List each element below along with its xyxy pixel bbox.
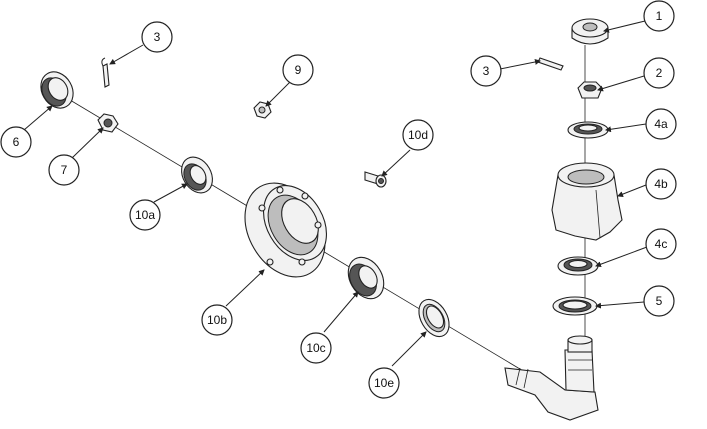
- part-10c-bearing: [347, 256, 385, 300]
- callout-3-left-label: 3: [154, 30, 161, 44]
- callout-5-label: 5: [656, 294, 663, 308]
- part-9-nut: [253, 101, 272, 119]
- part-4a-bearing: [567, 121, 609, 139]
- callout-3-left: 3: [141, 21, 173, 53]
- callout-5: 5: [643, 285, 675, 317]
- part-1-hub-cap: [571, 18, 609, 45]
- callout-9: 9: [282, 54, 314, 86]
- callout-10d: 10d: [402, 119, 434, 151]
- callout-9-label: 9: [295, 63, 302, 77]
- callout-4a-label: 4a: [654, 117, 668, 131]
- part-2-castle-nut: [577, 81, 603, 99]
- callout-7: 7: [48, 154, 80, 186]
- part-6-dust-cap: [40, 71, 74, 109]
- callout-10c-label: 10c: [306, 341, 325, 355]
- callout-10b-label: 10b: [207, 313, 227, 327]
- part-4c-bearing: [557, 256, 599, 276]
- part-5-washer: [552, 296, 598, 316]
- callout-4a: 4a: [645, 108, 677, 140]
- callout-7-label: 7: [61, 163, 68, 177]
- callout-4b: 4b: [645, 168, 677, 200]
- callout-10b: 10b: [201, 304, 233, 336]
- callout-10e-label: 10e: [374, 376, 394, 390]
- part-10e-seal: [418, 298, 450, 338]
- callout-2-label: 2: [656, 66, 663, 80]
- callout-4c: 4c: [645, 228, 677, 260]
- callout-3-right: 3: [470, 55, 502, 87]
- spindle-assembly: [504, 335, 599, 421]
- callout-4b-label: 4b: [654, 177, 668, 191]
- callout-2: 2: [643, 57, 675, 89]
- callout-6: 6: [0, 126, 32, 158]
- part-3-cotter-pin-left: [101, 57, 110, 88]
- callout-10d-label: 10d: [408, 128, 428, 142]
- callout-6-label: 6: [13, 135, 20, 149]
- part-4b-housing: [551, 162, 623, 241]
- part-3-cotter-pin-right: [537, 57, 564, 71]
- callout-leaders: [23, 20, 648, 367]
- part-10b-hub: [244, 182, 327, 278]
- part-10a-bearing: [181, 156, 213, 194]
- callout-3-right-label: 3: [483, 64, 490, 78]
- callout-10a: 10a: [129, 199, 161, 231]
- callout-10c: 10c: [300, 332, 332, 364]
- callout-1: 1: [643, 0, 675, 32]
- part-10d-bolt: [364, 171, 387, 188]
- callout-4c-label: 4c: [655, 237, 668, 251]
- callout-10e: 10e: [368, 367, 400, 399]
- callout-10a-label: 10a: [135, 208, 155, 222]
- callout-1-label: 1: [656, 9, 663, 23]
